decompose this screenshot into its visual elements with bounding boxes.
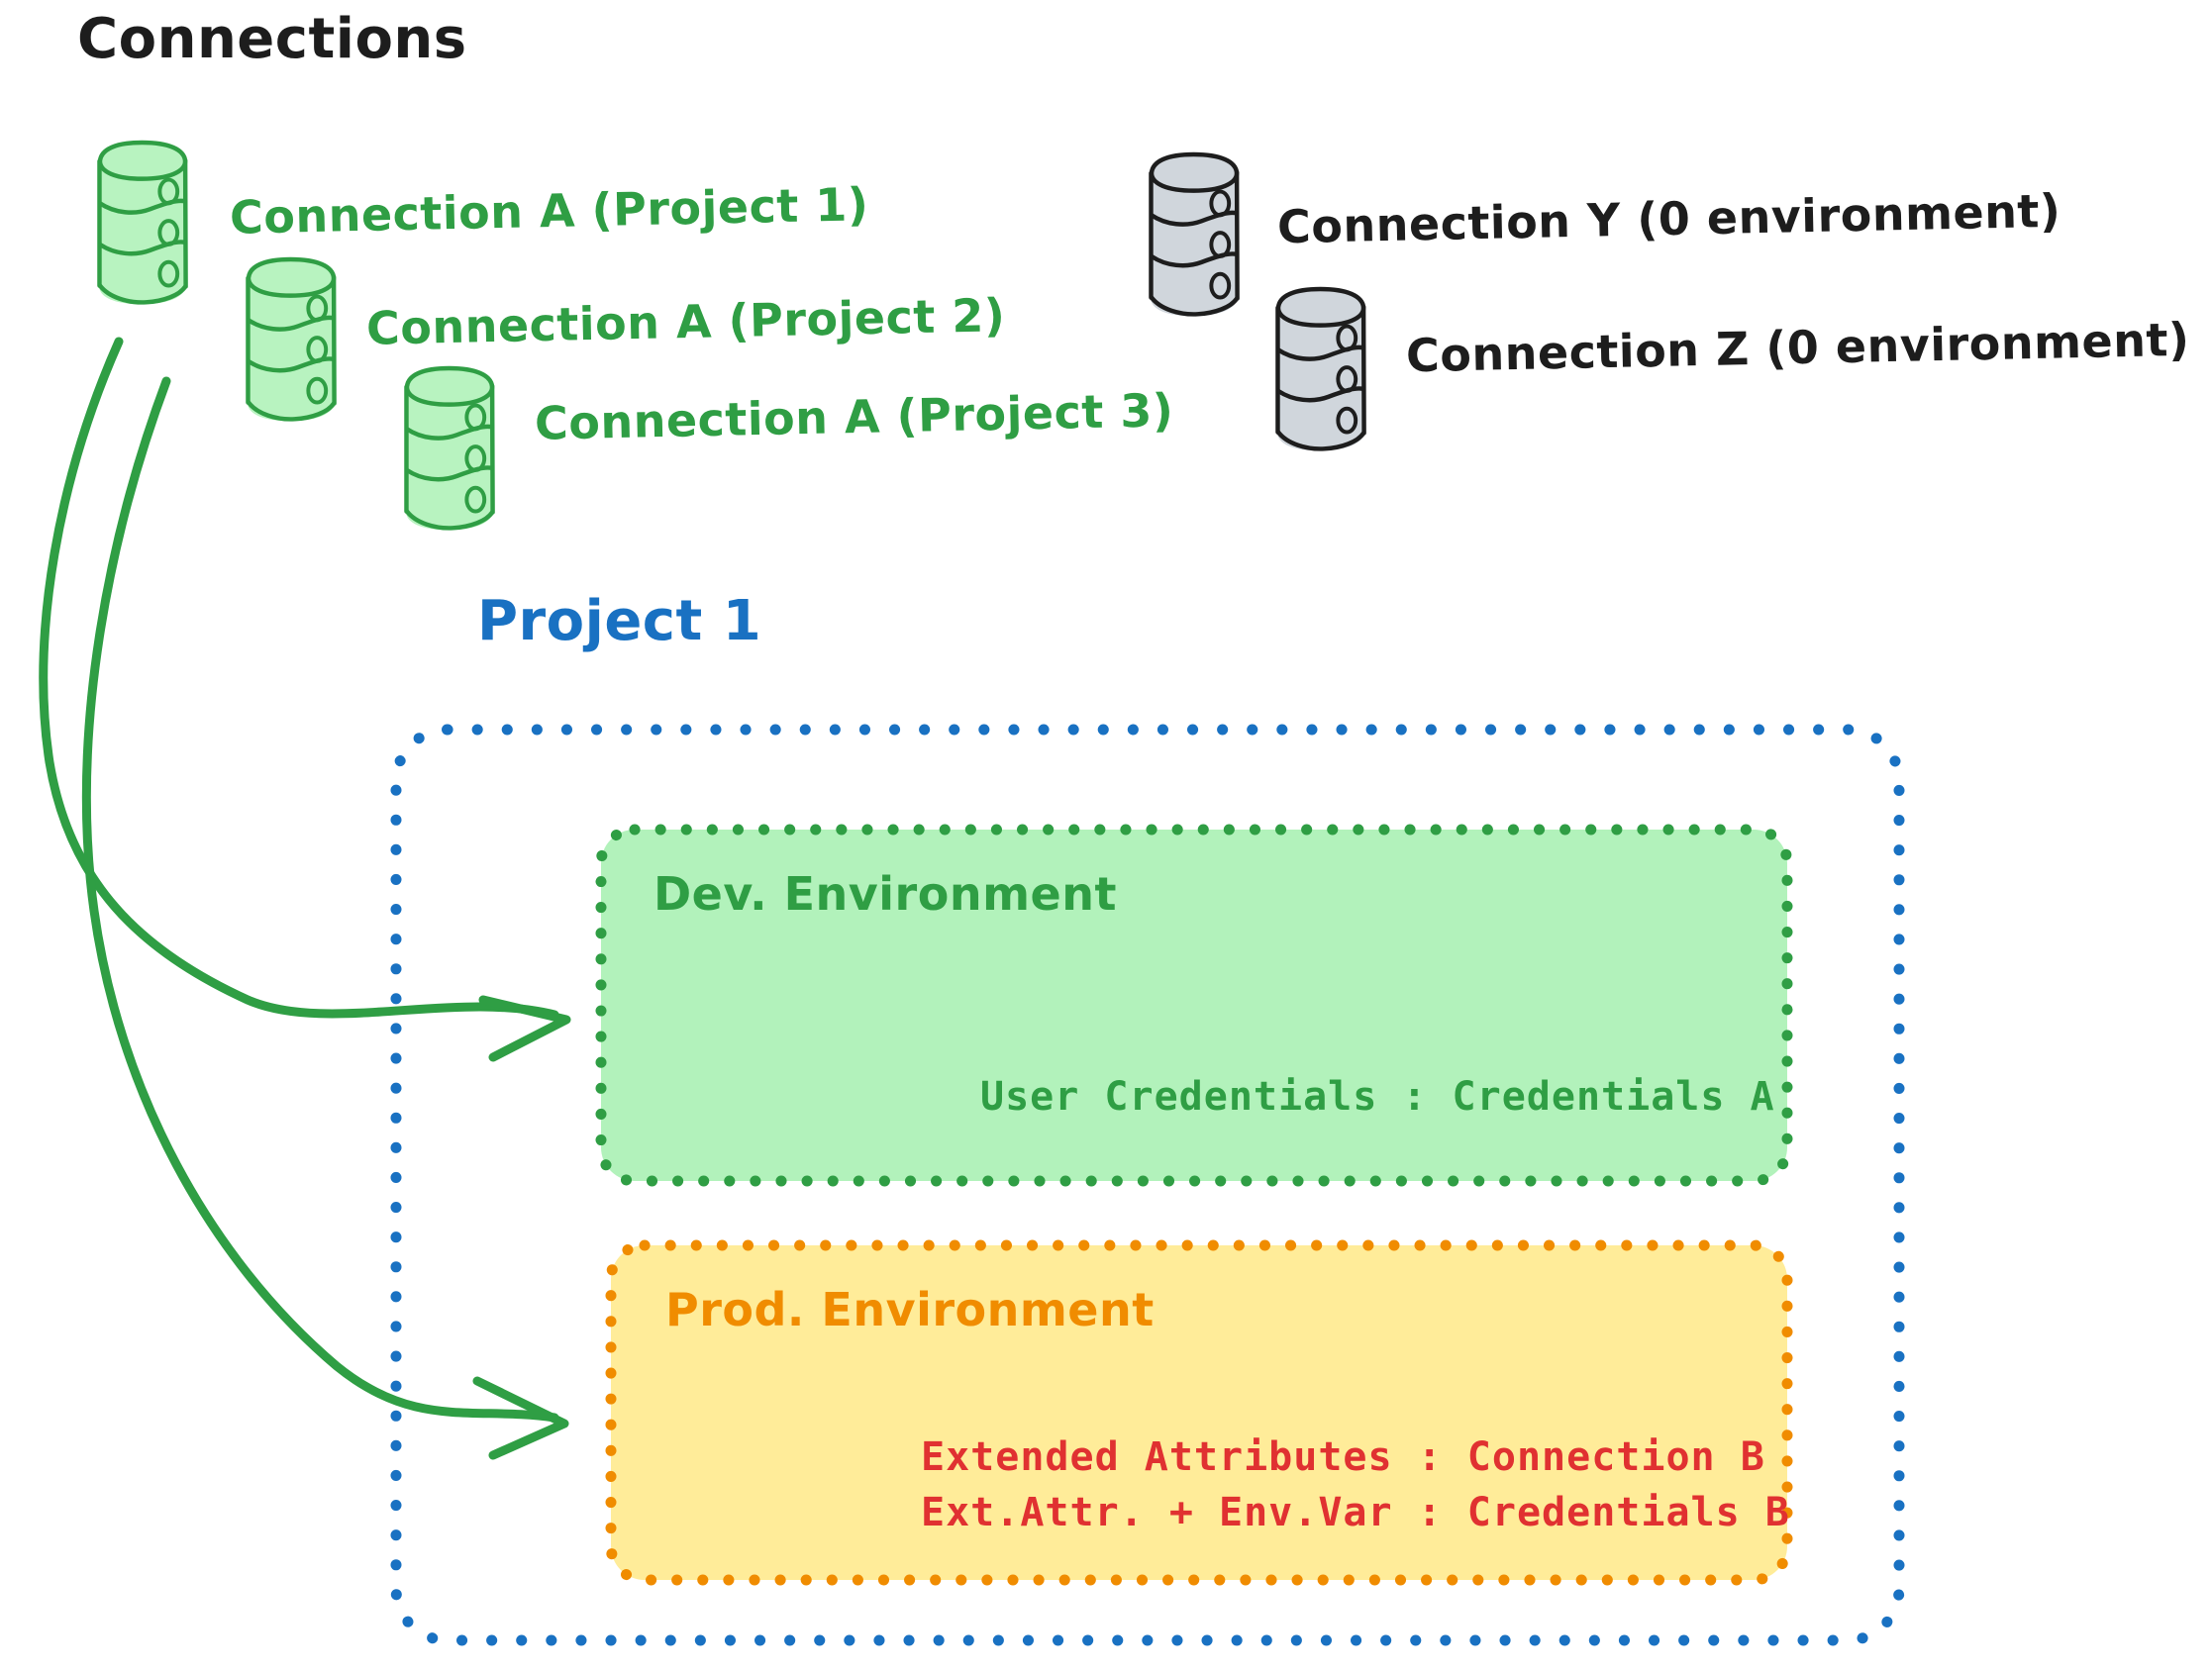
- dev-environment-row: User Credentials : Credentials A: [980, 1074, 1775, 1120]
- page-title: Connections: [77, 7, 467, 71]
- connection-label-a-project-1: Connection A (Project 1): [229, 177, 869, 245]
- prod-environment-title: Prod. Environment: [665, 1283, 1155, 1336]
- project-1-container: [390, 724, 1905, 1646]
- database-cylinder-icon: [406, 367, 493, 530]
- database-cylinder-icon: [1277, 288, 1364, 450]
- project-title: Project 1: [477, 589, 762, 653]
- connection-label-a-project-2: Connection A (Project 2): [365, 288, 1006, 355]
- database-cylinder-icon: [248, 258, 335, 421]
- database-cylinder-icon: [1151, 153, 1238, 316]
- dev-environment-box: [595, 824, 1793, 1187]
- arrow-connection-a-to-dev: [39, 337, 571, 1062]
- dev-environment-title: Dev. Environment: [654, 867, 1117, 921]
- prod-environment-row: Ext.Attr. + Env.Var : Credentials B: [921, 1490, 1790, 1535]
- arrow-connection-a-to-prod: [81, 376, 569, 1460]
- prod-environment-box: [605, 1239, 1793, 1586]
- database-cylinder-icon: [99, 142, 186, 304]
- connection-label-a-project-3: Connection A (Project 3): [534, 383, 1174, 450]
- prod-environment-row: Extended Attributes : Connection B: [921, 1434, 1765, 1480]
